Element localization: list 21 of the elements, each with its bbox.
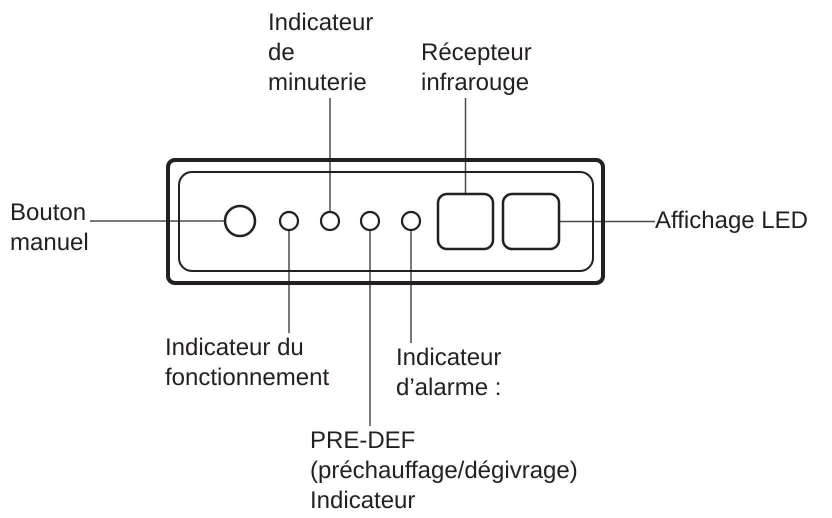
indicator-light bbox=[360, 210, 380, 232]
part-label: Indicateur de minuterie bbox=[268, 8, 375, 98]
leader-line bbox=[464, 98, 466, 194]
leader-line bbox=[559, 220, 655, 222]
leader-line bbox=[90, 220, 225, 222]
part-label: Affichage LED bbox=[655, 206, 809, 236]
leader-line bbox=[288, 230, 290, 333]
leader-line bbox=[410, 230, 412, 343]
leader-line bbox=[329, 98, 331, 212]
part-label: Bouton manuel bbox=[10, 198, 90, 258]
indicator-light bbox=[400, 210, 422, 232]
leader-line bbox=[369, 230, 371, 426]
part-label: Indicateur du fonctionnement bbox=[165, 333, 331, 393]
indicator-light bbox=[278, 210, 300, 232]
part-label: Récepteur infrarouge bbox=[421, 38, 533, 98]
indicator-light bbox=[320, 210, 340, 232]
part-label: PRE-DEF (préchauffage/dégivrage) Indicateur bbox=[310, 426, 579, 516]
part-label: Indicateur d’alarme : bbox=[396, 343, 503, 403]
round-button bbox=[224, 204, 256, 238]
sensor-window bbox=[436, 192, 494, 250]
display-window bbox=[502, 192, 560, 250]
